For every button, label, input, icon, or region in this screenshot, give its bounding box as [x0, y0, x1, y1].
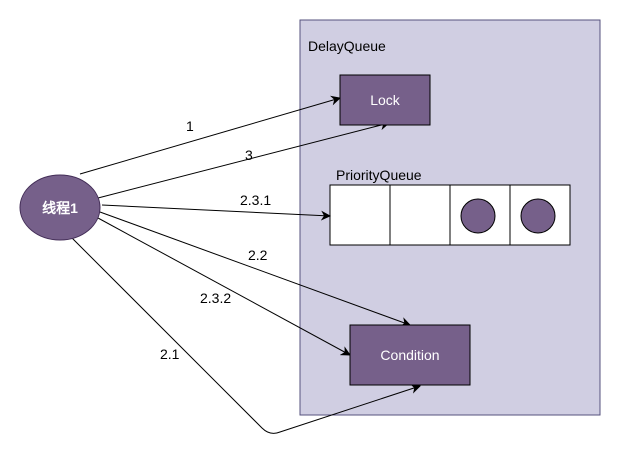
- edge-label: 2.1: [160, 346, 180, 362]
- lock-label: Lock: [370, 92, 400, 108]
- edge-2-1-to-condition: [71, 237, 421, 434]
- lock-node-shape: [339, 74, 431, 126]
- edge-1-to-lock: [79, 95, 341, 175]
- condition-node: Condition: [350, 325, 470, 385]
- lock-node: Lock: [340, 75, 430, 125]
- thread-node-shape: [19, 174, 101, 241]
- queue-cell: [389, 184, 451, 246]
- edge-2-2-to-condition: [99, 211, 411, 327]
- priority-queue-cells: [329, 184, 571, 246]
- edge-label: 2.3.1: [240, 192, 272, 208]
- condition-label: Condition: [380, 347, 440, 363]
- thread-label: 线程1: [42, 199, 78, 216]
- queue-element-dot: [460, 198, 496, 234]
- edge-label: 2.3.2: [200, 290, 232, 306]
- edge-2-3-2-to-condition: [97, 217, 351, 356]
- priority-queue-title: PriorityQueue: [336, 167, 422, 183]
- edge-2-3-1-to-priority-queue: [101, 204, 331, 221]
- queue-cell: [329, 184, 391, 246]
- edge-3-to-lock: [97, 120, 390, 199]
- condition-node-shape: [349, 324, 471, 386]
- edge-label: 2.2: [248, 247, 268, 263]
- thread-node: 线程1: [20, 175, 100, 240]
- queue-element-dot: [520, 198, 556, 234]
- edge-label: 1: [186, 118, 194, 134]
- edge-label: 3: [245, 147, 253, 163]
- delayqueue-title: DelayQueue: [308, 38, 386, 54]
